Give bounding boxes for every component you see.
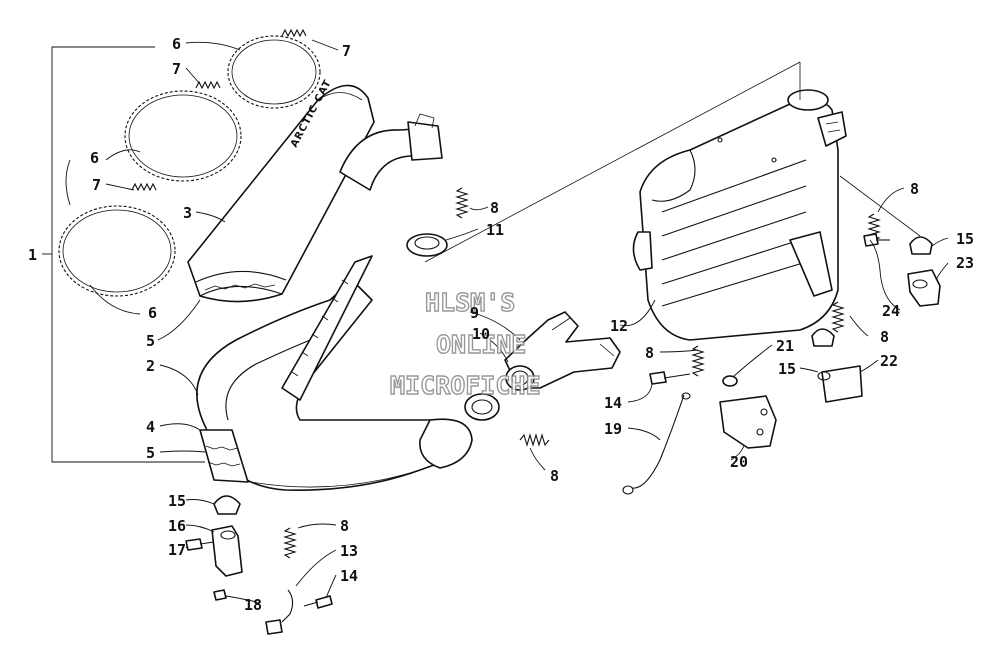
- heat-shield-clamp-rings: [58, 35, 321, 297]
- callout-14: 14: [604, 394, 622, 412]
- watermark-line-2: ONLINE: [436, 330, 526, 359]
- assembly-bracket: [42, 46, 205, 463]
- bolt: [185, 538, 203, 551]
- exhaust-springs: [283, 187, 881, 559]
- callout-3: 3: [183, 204, 192, 222]
- ground-wire: [631, 394, 685, 489]
- callout-19: 19: [604, 420, 622, 438]
- callout-24: 24: [882, 302, 900, 320]
- callout-11: 11: [486, 221, 504, 239]
- callout-6: 6: [90, 149, 99, 167]
- callout-15: 15: [778, 360, 796, 378]
- callout-6: 6: [148, 304, 157, 322]
- pipe-gasket: [464, 393, 500, 421]
- clamp-ring-lower: [58, 205, 176, 297]
- callout-8: 8: [910, 180, 919, 198]
- callout-15: 15: [956, 230, 974, 248]
- clamp-ring-top: [227, 35, 321, 109]
- callout-18: 18: [244, 596, 262, 614]
- nut: [213, 589, 227, 601]
- exhaust-manifold: [504, 311, 621, 391]
- exhaust-pipe: [196, 279, 473, 491]
- callout-10: 10: [472, 325, 490, 343]
- callout-7: 7: [92, 176, 101, 194]
- callout-4: 4: [146, 418, 155, 436]
- callout-7: 7: [172, 60, 181, 78]
- callout-leaders: [65, 39, 949, 604]
- front-mount-hardware: [185, 495, 333, 635]
- rear-silencer: [632, 89, 847, 341]
- callout-7: 7: [342, 42, 351, 60]
- callout-8: 8: [645, 344, 654, 362]
- callout-6: 6: [172, 35, 181, 53]
- callout-8: 8: [880, 328, 889, 346]
- tab-bracket: [281, 589, 294, 623]
- callout-15: 15: [168, 492, 186, 510]
- callout-14: 14: [340, 567, 358, 585]
- callout-2: 2: [146, 357, 155, 375]
- callout-1: 1: [28, 246, 37, 264]
- callout-8: 8: [340, 517, 349, 535]
- callout-23: 23: [956, 254, 974, 272]
- callout-13: 13: [340, 542, 358, 560]
- mount-bracket: [211, 525, 243, 577]
- callout-20: 20: [730, 453, 748, 471]
- callout-17: 17: [168, 541, 186, 559]
- lower-bracket: [719, 395, 777, 449]
- callout-12: 12: [610, 317, 628, 335]
- watermark: HLSM'S ONLINE MICROFICHE: [389, 287, 541, 400]
- callout-8: 8: [490, 199, 499, 217]
- assembly-guide-lines: [424, 61, 921, 263]
- muffler-outlet-pipe: [339, 113, 443, 191]
- rear-mount-hardware: [622, 233, 941, 495]
- watermark-line-1: HLSM'S: [425, 288, 515, 317]
- callout-16: 16: [168, 517, 186, 535]
- clamp-ring-middle: [124, 90, 242, 182]
- grommet: [406, 233, 448, 257]
- watermark-line-3: MICROFICHE: [390, 371, 541, 400]
- callout-21: 21: [776, 337, 794, 355]
- callout-labels: 1 2 3 4 5 5 6 6 6 7 7 7 8 8 8 8 8 8 9 10…: [28, 35, 974, 614]
- callout-22: 22: [880, 352, 898, 370]
- callout-5: 5: [146, 444, 155, 462]
- front-muffler: ARCTIC CAT: [187, 78, 375, 303]
- callout-8: 8: [550, 467, 559, 485]
- callout-9: 9: [470, 304, 479, 322]
- pipe-heat-shield: [281, 255, 373, 401]
- rubber-isolator: [213, 495, 241, 515]
- callout-5: 5: [146, 332, 155, 350]
